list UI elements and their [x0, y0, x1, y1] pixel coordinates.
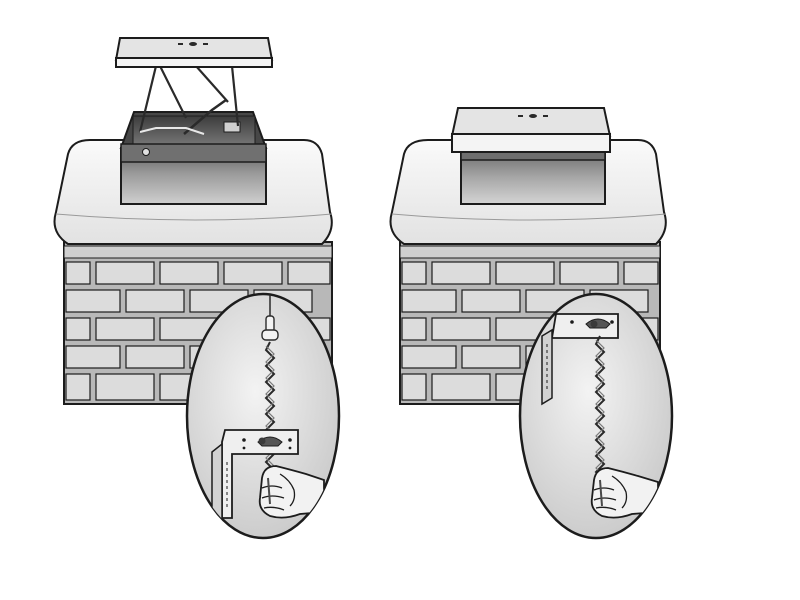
damper-lid-icon: [114, 37, 274, 68]
hand-icon: [590, 467, 659, 519]
spring-icon: [138, 65, 240, 135]
detail-lens-left: [185, 292, 341, 540]
chain-icon: [594, 335, 606, 489]
bracket-icon: [541, 313, 619, 406]
bracket-icon: [211, 429, 299, 528]
damper-housing: [460, 149, 606, 205]
panel-left-damper-open: [53, 37, 341, 540]
detail-lens-right: [518, 292, 674, 540]
panel-right-damper-closed: [389, 107, 674, 540]
chain-icon: [261, 294, 279, 479]
damper-lid-icon: [450, 107, 612, 153]
damper-housing: [119, 111, 268, 205]
brick-courses: [65, 261, 331, 401]
